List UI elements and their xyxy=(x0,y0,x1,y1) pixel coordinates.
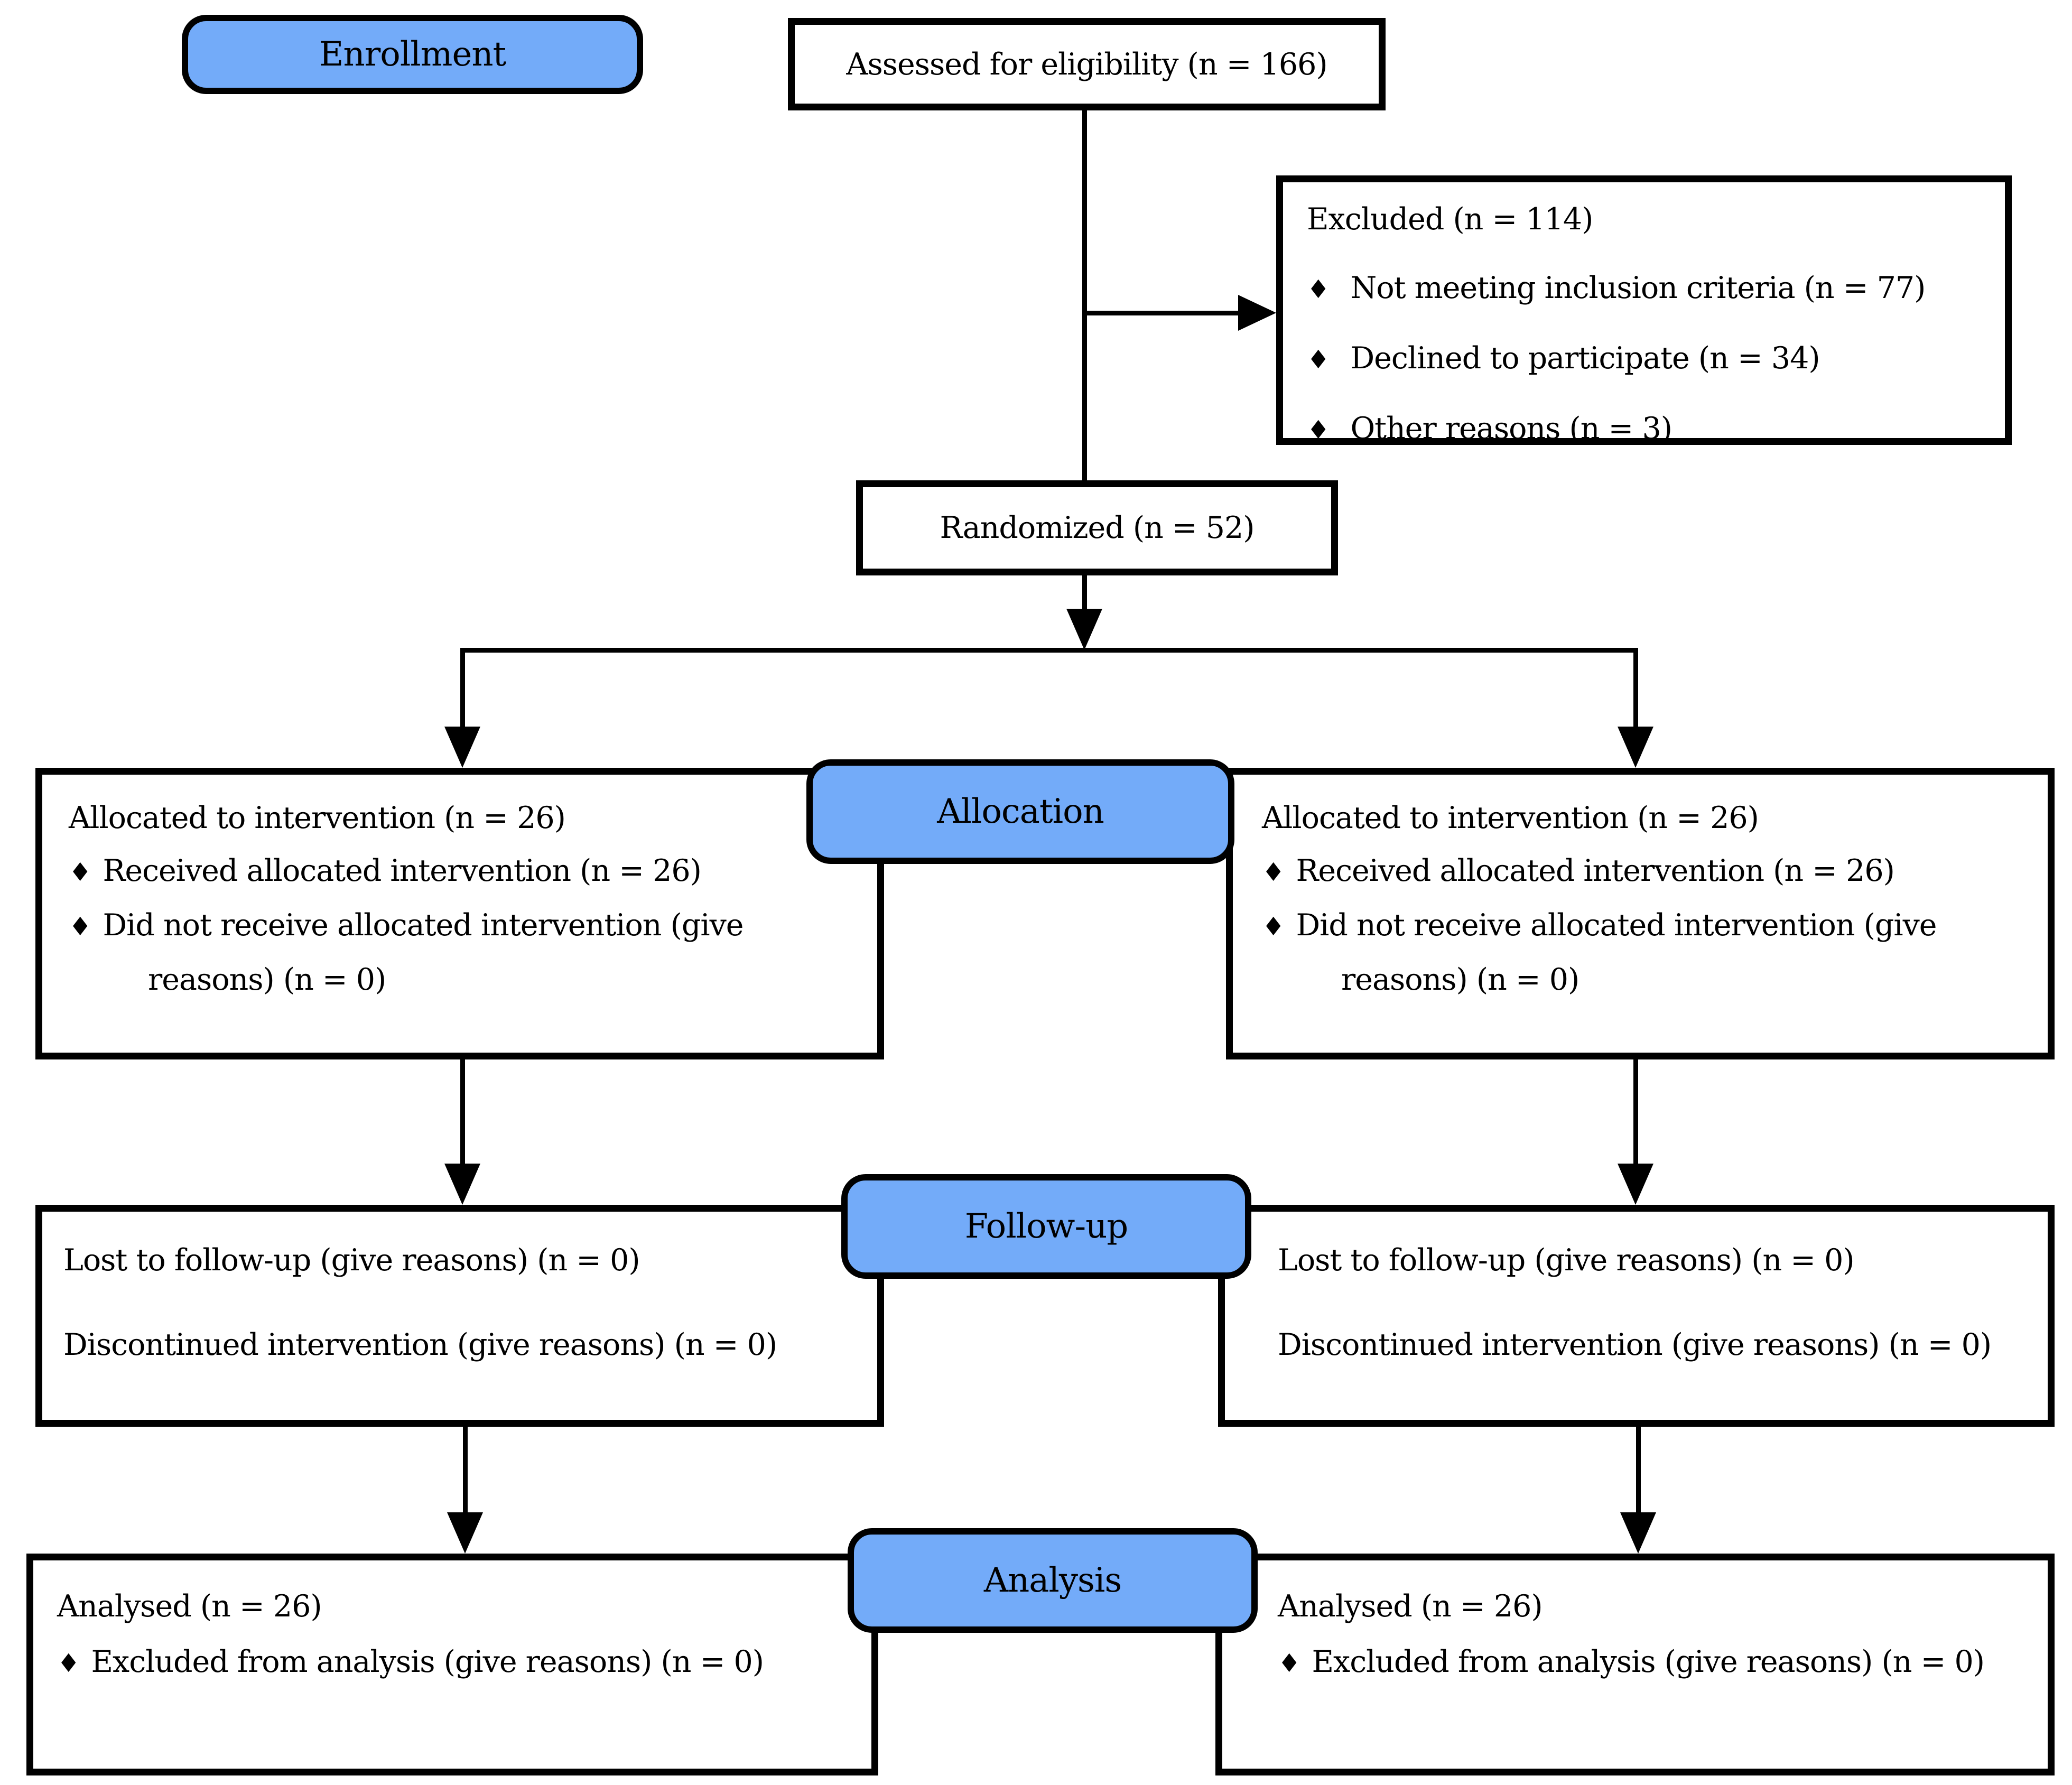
allocation-right-item: ♦ Received allocated intervention (n = 26… xyxy=(1262,844,2033,899)
stage-label-analysis: Analysis xyxy=(848,1528,1258,1633)
diamond-bullet-icon: ♦ xyxy=(69,912,91,942)
excluded-item-text: Not meeting inclusion criteria (n = 77) xyxy=(1350,271,1926,305)
diamond-bullet-icon: ♦ xyxy=(1262,912,1285,942)
followup-right-line: Lost to follow-up (give reasons) (n = 0) xyxy=(1278,1243,1855,1278)
analysis-right-title: Analysed (n = 26) xyxy=(1278,1589,1543,1624)
followup-right-box: Lost to follow-up (give reasons) (n = 0)… xyxy=(1218,1205,2055,1427)
arrowhead-into-analysis-left-icon xyxy=(447,1512,483,1554)
connector-splitter-to-allocation-left xyxy=(460,648,465,730)
followup-left-box: Lost to follow-up (give reasons) (n = 0)… xyxy=(35,1205,884,1427)
stage-label-followup: Follow-up xyxy=(841,1174,1251,1279)
arrowhead-into-followup-left-icon xyxy=(444,1164,480,1205)
arrowhead-into-followup-right-icon xyxy=(1618,1164,1653,1205)
stage-label-enrollment: Enrollment xyxy=(182,15,643,94)
assessed-for-eligibility-box: Assessed for eligibility (n = 166) xyxy=(788,18,1386,110)
followup-left-line: Discontinued intervention (give reasons)… xyxy=(63,1327,777,1362)
excluded-item-text: Other reasons (n = 3) xyxy=(1350,411,1673,446)
diamond-bullet-icon: ♦ xyxy=(69,858,91,887)
arrowhead-into-allocation-left-icon xyxy=(444,727,480,768)
allocation-left-box: Allocated to intervention (n = 26) ♦ Rece… xyxy=(35,768,884,1059)
allocation-left-item-text: Received allocated intervention (n = 26) xyxy=(103,853,701,888)
analysis-right-item-text: Excluded from analysis (give reasons) (n… xyxy=(1312,1644,1985,1679)
diamond-bullet-icon: ♦ xyxy=(1278,1649,1300,1678)
connector-allocation-to-followup-left xyxy=(460,1059,465,1165)
connector-followup-to-analysis-right xyxy=(1636,1427,1641,1514)
analysis-right-box: Analysed (n = 26) ♦ Excluded from analysi… xyxy=(1215,1554,2055,1775)
allocation-right-item-text: Did not receive allocated intervention (… xyxy=(1296,908,1937,997)
excluded-item: ♦ Other reasons (n = 3) xyxy=(1307,394,1992,464)
diamond-bullet-icon: ♦ xyxy=(1307,415,1330,445)
analysis-left-item: ♦ Excluded from analysis (give reasons) (… xyxy=(57,1635,857,1690)
randomized-text: Randomized (n = 52) xyxy=(940,510,1255,545)
connector-branch-to-excluded xyxy=(1084,311,1240,315)
excluded-item: ♦ Declined to participate (n = 34) xyxy=(1307,324,1992,394)
excluded-item: ♦ Not meeting inclusion criteria (n = 77) xyxy=(1307,254,1992,324)
allocation-left-item: ♦ Did not receive allocated intervention … xyxy=(69,899,862,1006)
assessed-for-eligibility-text: Assessed for eligibility (n = 166) xyxy=(846,47,1327,82)
connector-randomized-to-splitter xyxy=(1082,575,1087,615)
diamond-bullet-icon: ♦ xyxy=(1307,275,1330,304)
followup-left-line: Lost to follow-up (give reasons) (n = 0) xyxy=(63,1243,640,1278)
allocation-right-item: ♦ Did not receive allocated intervention … xyxy=(1262,899,2033,1006)
randomized-box: Randomized (n = 52) xyxy=(856,480,1338,575)
connector-assessed-to-randomized xyxy=(1082,109,1087,480)
excluded-title: Excluded (n = 114) xyxy=(1307,202,1593,237)
allocation-left-title: Allocated to intervention (n = 26) xyxy=(69,801,566,835)
allocation-right-box: Allocated to intervention (n = 26) ♦ Rece… xyxy=(1226,768,2055,1059)
diamond-bullet-icon: ♦ xyxy=(1262,858,1285,887)
allocation-right-title: Allocated to intervention (n = 26) xyxy=(1262,801,1759,835)
connector-allocation-to-followup-right xyxy=(1633,1059,1638,1165)
splitter-line xyxy=(460,648,1638,653)
allocation-left-item: ♦ Received allocated intervention (n = 26… xyxy=(69,844,862,899)
excluded-item-text: Declined to participate (n = 34) xyxy=(1350,341,1820,376)
stage-label-enrollment-text: Enrollment xyxy=(319,35,506,74)
followup-right-line: Discontinued intervention (give reasons)… xyxy=(1278,1327,1992,1362)
analysis-left-item-text: Excluded from analysis (give reasons) (n… xyxy=(91,1644,764,1679)
stage-label-followup-text: Follow-up xyxy=(964,1207,1128,1246)
diamond-bullet-icon: ♦ xyxy=(1307,345,1330,375)
excluded-box: Excluded (n = 114) ♦ Not meeting inclusio… xyxy=(1276,175,2012,446)
analysis-left-box: Analysed (n = 26) ♦ Excluded from analysi… xyxy=(26,1554,878,1775)
arrowhead-into-analysis-right-icon xyxy=(1620,1512,1656,1554)
arrowhead-into-excluded-icon xyxy=(1238,295,1276,331)
connector-splitter-to-allocation-right xyxy=(1633,648,1638,730)
arrowhead-splitter-icon xyxy=(1066,609,1102,650)
allocation-right-item-text: Received allocated intervention (n = 26) xyxy=(1296,853,1894,888)
diamond-bullet-icon: ♦ xyxy=(57,1649,80,1678)
stage-label-allocation-text: Allocation xyxy=(937,792,1104,831)
allocation-left-item-text: Did not receive allocated intervention (… xyxy=(103,908,744,997)
arrowhead-into-allocation-right-icon xyxy=(1618,727,1653,768)
stage-label-analysis-text: Analysis xyxy=(983,1561,1122,1600)
analysis-left-title: Analysed (n = 26) xyxy=(57,1589,322,1624)
analysis-right-item: ♦ Excluded from analysis (give reasons) (… xyxy=(1278,1635,2033,1690)
stage-label-allocation: Allocation xyxy=(806,759,1234,864)
connector-followup-to-analysis-left xyxy=(463,1427,468,1514)
